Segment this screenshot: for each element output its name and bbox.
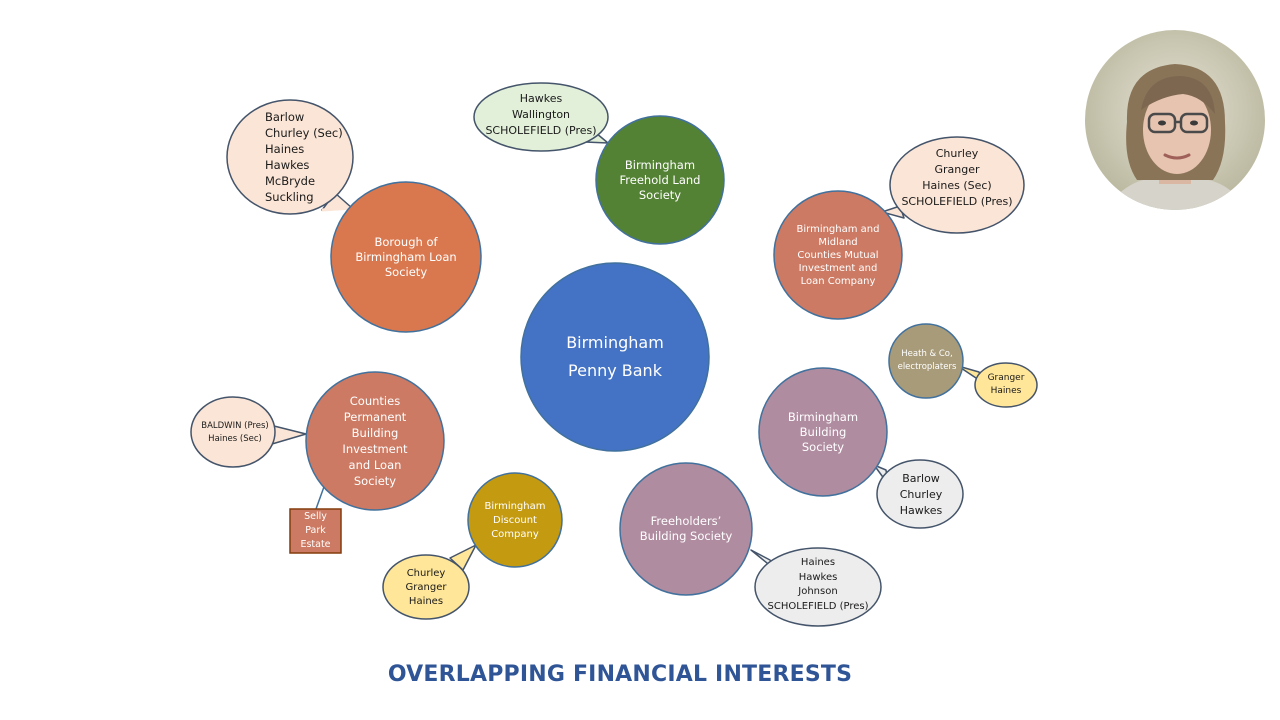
bubble-freeholders	[750, 547, 882, 627]
node-penny-bank	[520, 262, 710, 452]
presenter-webcam	[1085, 30, 1265, 210]
node-borough-loan	[330, 181, 482, 333]
node-counties-permanent	[305, 371, 445, 511]
node-discount-company	[467, 472, 563, 568]
bubble-counties-permanent	[190, 396, 307, 468]
bubble-midland-counties	[881, 136, 1025, 234]
page-title: OVERLAPPING FINANCIAL INTERESTS	[387, 662, 853, 687]
connector-counties-to-selly	[315, 483, 326, 510]
node-freehold-land	[595, 115, 725, 245]
node-building-society	[758, 367, 888, 497]
node-selly-park	[289, 508, 342, 554]
bubble-discount-company	[382, 544, 477, 620]
bubble-freehold-land	[473, 82, 609, 152]
node-heath-co	[888, 323, 964, 399]
bubble-building-society	[873, 459, 964, 529]
presenter-avatar	[1085, 30, 1265, 210]
node-midland-counties	[773, 190, 903, 320]
bubble-borough-loan	[226, 99, 354, 215]
node-freeholders	[619, 462, 753, 596]
bubble-heath-co	[957, 362, 1038, 408]
